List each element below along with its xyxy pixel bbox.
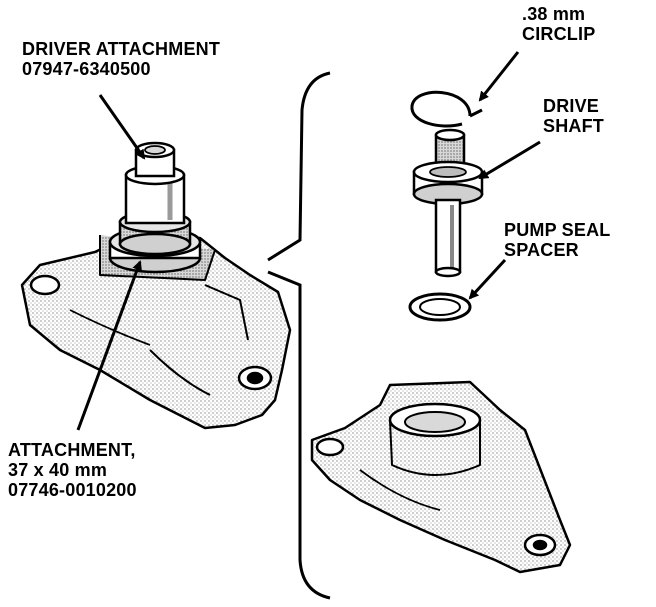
drive-shaft-label: DRIVE SHAFT [543,96,604,136]
leader-arrows [76,51,541,431]
drive-shaft-arrow [478,140,541,180]
driver-attachment-arrow [98,94,146,160]
circlip-label: .38 mm CIRCLIP [522,4,595,44]
pump-seal-spacer-arrow [468,258,507,300]
pump-seal-spacer-part [408,292,472,322]
circlip-part [410,90,483,128]
drive-shaft-line2: SHAFT [543,116,604,136]
circlip-size: .38 mm [522,4,586,24]
drive-shaft-line1: DRIVE [543,96,600,116]
driver-attachment-label: DRIVER ATTACHMENT 07947-6340500 [22,39,220,79]
attachment-name: ATTACHMENT, [8,440,136,460]
attachment-part-number: 07746-0010200 [8,480,137,500]
drive-shaft-part [412,128,484,278]
attachment-label: ATTACHMENT, 37 x 40 mm 07746-0010200 [8,440,137,500]
exploded-view-bracket [267,71,331,600]
attachment-arrow [76,260,142,431]
pump-seal-spacer-label: PUMP SEAL SPACER [504,220,611,260]
driver-attachment-tool [118,141,192,256]
attachment-size: 37 x 40 mm [8,460,108,480]
pump-housing-right [310,380,572,574]
pump-seal-spacer-line1: PUMP SEAL [504,220,611,240]
circlip-name: CIRCLIP [522,24,596,44]
driver-attachment-part-number: 07947-6340500 [22,59,151,79]
driver-attachment-name: DRIVER ATTACHMENT [22,39,221,59]
circlip-arrow [478,51,520,102]
pump-seal-spacer-line2: SPACER [504,240,579,260]
